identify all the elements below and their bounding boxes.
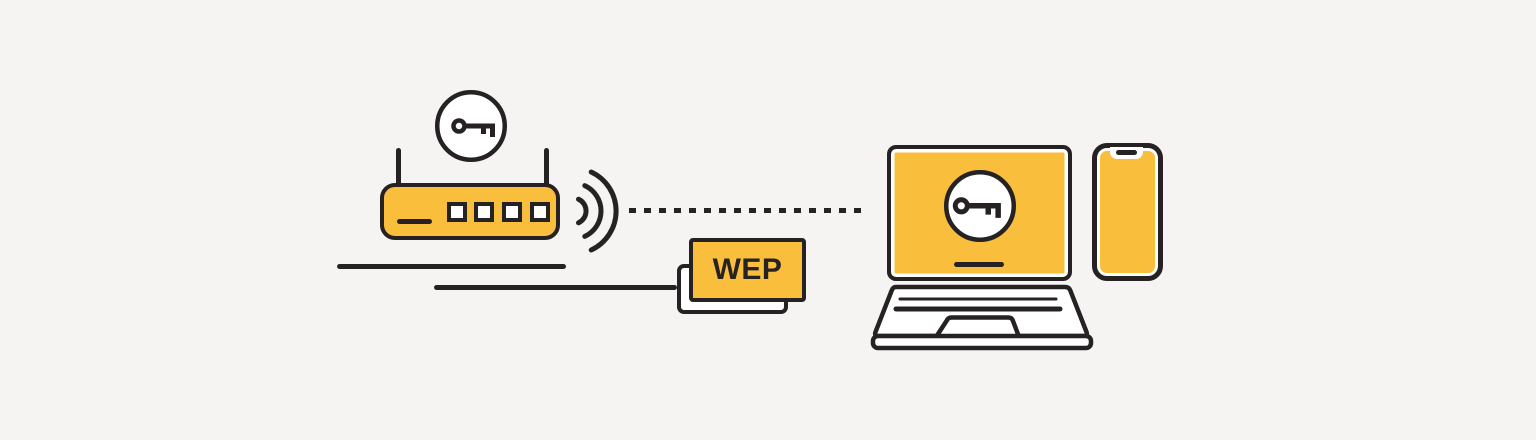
router-indicator-dash xyxy=(397,219,432,224)
router-antenna-right xyxy=(544,148,549,185)
laptop-base xyxy=(870,284,1094,351)
ground-line-right xyxy=(434,285,677,290)
router-antenna-left xyxy=(396,148,401,185)
smartphone-icon xyxy=(1092,143,1163,281)
ground-line-left xyxy=(337,264,566,269)
laptop-key-icon xyxy=(944,170,1016,242)
key-badge-icon xyxy=(435,90,507,162)
wep-label: WEP xyxy=(712,253,783,286)
phone-speaker-bar xyxy=(1116,150,1137,155)
router-port xyxy=(474,202,494,222)
router-port xyxy=(447,202,467,222)
wep-label-card: WEP xyxy=(689,238,806,302)
wifi-signal-icon xyxy=(576,169,619,253)
router-port xyxy=(502,202,522,222)
dashed-connection-line xyxy=(629,208,868,213)
laptop-screen-dash xyxy=(954,262,1004,267)
router-port xyxy=(530,202,550,222)
